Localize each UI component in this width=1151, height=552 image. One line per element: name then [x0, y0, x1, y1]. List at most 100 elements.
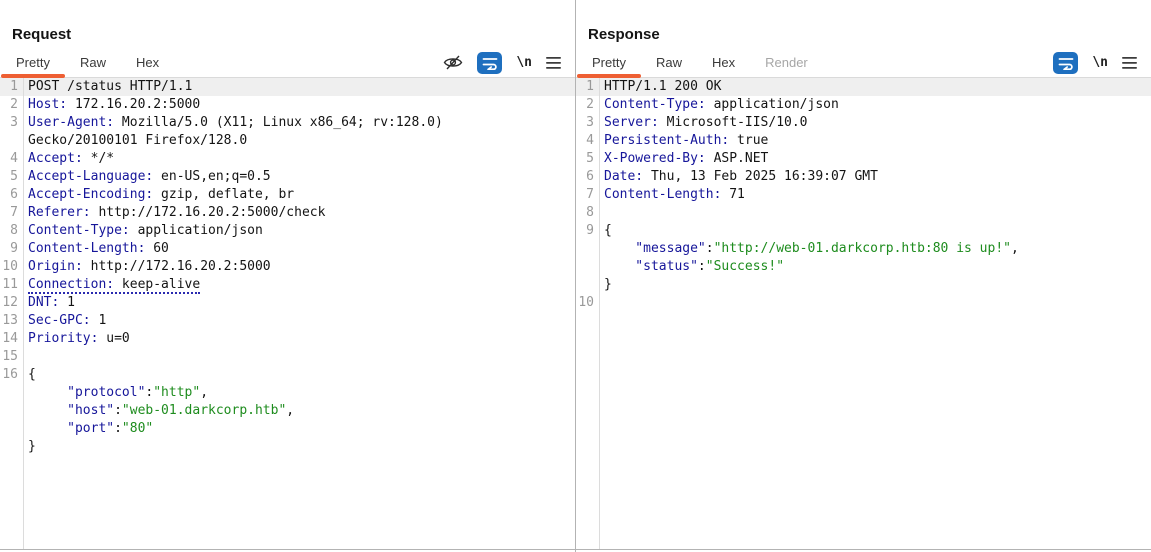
request-code-line[interactable]: 9 Content-Length: 60 — [0, 240, 575, 258]
line-number — [576, 240, 599, 258]
gutter-divider — [23, 78, 24, 549]
response-tab-raw[interactable]: Raw — [655, 55, 682, 70]
request-code-line[interactable]: 3 User-Agent: Mozilla/5.0 (X11; Linux x86… — [0, 114, 575, 132]
request-code-line[interactable]: "host":"web-01.darkcorp.htb", — [0, 402, 575, 420]
request-code-line[interactable]: "protocol":"http", — [0, 384, 575, 402]
code-text — [599, 294, 1151, 312]
request-code-line[interactable]: 16{ — [0, 366, 575, 384]
panel-divider[interactable] — [575, 0, 576, 552]
line-number — [576, 276, 599, 294]
code-text: Content-Type: application/json — [28, 223, 263, 238]
request-tab-raw[interactable]: Raw — [79, 55, 106, 70]
line-number: 9 — [586, 223, 594, 238]
request-code-line[interactable]: Gecko/20100101 Firefox/128.0 — [0, 132, 575, 150]
code-text: "host":"web-01.darkcorp.htb", — [28, 403, 295, 418]
code-text: Content-Length: 71 — [604, 187, 745, 202]
code-text: Connection: keep-alive — [28, 277, 201, 294]
code-text: { — [28, 367, 36, 382]
line-number: 1 — [10, 79, 18, 94]
request-tabs: Pretty Raw Hex — [1, 48, 174, 78]
code-text: User-Agent: Mozilla/5.0 (X11; Linux x86_… — [28, 115, 443, 130]
code-text: Accept-Language: en-US,en;q=0.5 — [28, 169, 271, 184]
menu-icon[interactable] — [1122, 56, 1137, 69]
line-number — [576, 258, 599, 276]
request-code-line[interactable]: 10 Origin: http://172.16.20.2:5000 — [0, 258, 575, 276]
line-number: 15 — [2, 349, 18, 364]
line-number: 3 — [10, 115, 18, 130]
response-code-line: 9{ — [576, 222, 1151, 240]
request-tabbar: Pretty Raw Hex \n — [0, 48, 575, 78]
code-text: { — [604, 223, 612, 238]
request-tab-pretty[interactable]: Pretty — [1, 48, 65, 78]
request-code-line[interactable]: 2 Host: 172.16.20.2:5000 — [0, 96, 575, 114]
code-text: Host: 172.16.20.2:5000 — [28, 97, 201, 112]
line-number — [0, 402, 23, 420]
newline-icon[interactable]: \n — [1092, 55, 1108, 70]
request-code-line[interactable]: 15 — [0, 348, 575, 366]
line-number: 2 — [10, 97, 18, 112]
line-number: 14 — [2, 331, 18, 346]
code-text: Origin: http://172.16.20.2:5000 — [28, 259, 271, 274]
response-code-line: } — [576, 276, 1151, 294]
response-code-line: 8 — [576, 204, 1151, 222]
gutter-divider — [599, 78, 600, 549]
line-number — [0, 438, 23, 456]
response-tab-pretty[interactable]: Pretty — [577, 48, 641, 78]
response-code-line: "status":"Success!" — [576, 258, 1151, 276]
code-text: } — [28, 439, 36, 454]
request-title: Request — [12, 26, 72, 43]
code-text: "port":"80" — [28, 421, 154, 436]
hide-eye-icon[interactable] — [443, 54, 463, 71]
code-text: Sec-GPC: 1 — [28, 313, 107, 328]
line-number: 5 — [586, 151, 594, 166]
code-text: Gecko/20100101 Firefox/128.0 — [28, 133, 248, 148]
line-number: 3 — [586, 115, 594, 130]
code-text: Referer: http://172.16.20.2:5000/check — [28, 205, 326, 220]
code-text: "message":"http://web-01.darkcorp.htb:80… — [604, 241, 1019, 256]
request-panel: Request Pretty Raw Hex — [0, 0, 575, 552]
line-number: 6 — [586, 169, 594, 184]
line-number: 10 — [2, 259, 18, 274]
code-text: Persistent-Auth: true — [604, 133, 769, 148]
response-code-line: 7 Content-Length: 71 — [576, 186, 1151, 204]
line-number: 9 — [10, 241, 18, 256]
soft-wrap-icon[interactable] — [477, 51, 503, 74]
request-code-line[interactable]: } — [0, 438, 575, 456]
line-number: 7 — [586, 187, 594, 202]
code-text: Content-Length: 60 — [28, 241, 169, 256]
code-text: } — [604, 277, 612, 292]
request-toolbar: \n — [443, 48, 575, 77]
menu-icon[interactable] — [546, 56, 561, 69]
line-number: 2 — [586, 97, 594, 112]
soft-wrap-icon[interactable] — [1053, 51, 1079, 74]
line-number: 8 — [586, 205, 594, 220]
response-tab-hex[interactable]: Hex — [711, 55, 736, 70]
request-code-line[interactable]: "port":"80" — [0, 420, 575, 438]
newline-icon[interactable]: \n — [516, 55, 532, 70]
line-number — [0, 384, 23, 402]
line-number: 11 — [2, 277, 18, 292]
line-number — [0, 420, 23, 438]
request-code-line[interactable]: 11 Connection: keep-alive — [0, 276, 575, 294]
request-tab-hex[interactable]: Hex — [135, 55, 160, 70]
